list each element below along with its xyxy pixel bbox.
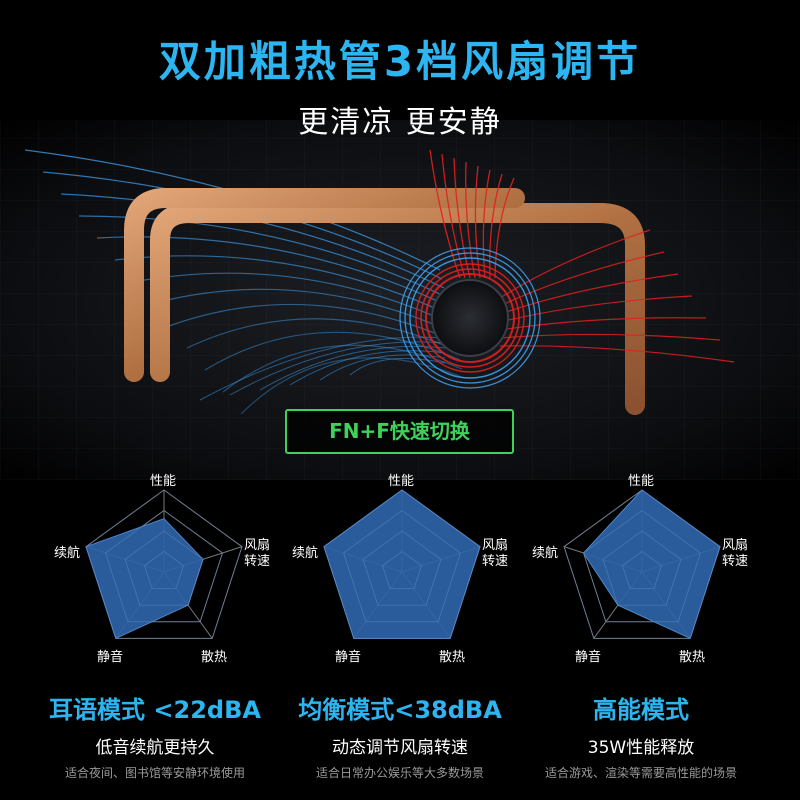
radar-grid-overlay xyxy=(323,489,481,639)
radar-grid-overlay xyxy=(622,551,662,589)
performance-mode-desc: 35W性能释放 xyxy=(587,738,695,758)
airflow-line xyxy=(229,341,446,396)
heat-line xyxy=(465,161,476,279)
radar-grid-overlay xyxy=(602,530,682,606)
radar-grid-overlay xyxy=(583,510,701,623)
heatpipe-inner xyxy=(124,188,525,382)
performance-mode-note: 适合游戏、渲染等需要高性能的场景 xyxy=(544,766,737,780)
airflow-line xyxy=(259,345,446,391)
radar-grid-overlay xyxy=(144,551,184,589)
fan-ring xyxy=(415,263,525,373)
heat-line xyxy=(474,165,481,279)
radar-grid-overlay xyxy=(124,530,204,606)
heat-line xyxy=(499,251,665,307)
radar-label-performance: 性能 xyxy=(388,474,415,489)
radar-grid-overlay xyxy=(382,551,422,589)
heat-line xyxy=(499,229,651,299)
radar-label-quiet: 静音 xyxy=(575,650,602,665)
page-subtitle: 更清凉 更安静 xyxy=(298,105,502,140)
radar-label-fan-speed: 风扇转速 xyxy=(244,538,271,569)
radar-balanced-mode: 性能 风扇转速 散热 静音 续航 xyxy=(292,468,512,678)
heatpipe-outer xyxy=(150,203,645,415)
airflow-line xyxy=(199,336,446,401)
performance-mode-title: 高能模式 xyxy=(593,696,689,724)
whisper-mode-desc: 低音续航更持久 xyxy=(95,738,215,758)
radar-whisper-mode: 性能 风扇转速 散热 静音 续航 xyxy=(54,468,274,678)
radar-performance-mode: 性能 风扇转速 散热 静音 续航 xyxy=(532,468,752,678)
radar-label-quiet: 静音 xyxy=(335,650,362,665)
radar-label-battery: 续航 xyxy=(54,546,81,561)
radar-label-cooling: 散热 xyxy=(679,650,706,665)
radar-grid-overlay xyxy=(343,510,461,623)
radar-grid-overlay xyxy=(563,489,721,639)
fan-ring xyxy=(425,273,515,363)
whisper-mode-note: 适合夜间、图书馆等安静环境使用 xyxy=(64,766,245,780)
airflow-line xyxy=(349,358,446,376)
airflow-line xyxy=(96,236,449,307)
heat-line xyxy=(494,177,515,279)
radar-grid-overlay xyxy=(362,530,442,606)
radar-label-performance: 性能 xyxy=(150,474,177,489)
heat-line xyxy=(489,173,503,279)
airflow-line xyxy=(222,344,463,393)
fan-hub xyxy=(431,279,509,357)
radar-label-quiet: 静音 xyxy=(97,650,124,665)
airflow-line xyxy=(240,357,465,415)
radar-label-battery: 续航 xyxy=(532,546,559,561)
balanced-mode-title: 均衡模式<38dBA xyxy=(298,696,502,724)
airflow-line xyxy=(150,288,455,334)
fn-shortcut-badge: FN+F快速切换 xyxy=(285,409,514,454)
radar-label-performance: 性能 xyxy=(628,474,655,489)
airflow-line xyxy=(132,272,453,325)
radar-chart xyxy=(563,489,721,640)
airflow-line xyxy=(319,354,446,381)
airflow-line xyxy=(289,350,446,386)
page-title: 双加粗热管3档风扇调节 xyxy=(158,37,642,86)
balanced-mode-note: 适合日常办公娱乐等大多数场景 xyxy=(315,766,484,780)
heat-line xyxy=(453,157,471,279)
radar-label-fan-speed: 风扇转速 xyxy=(482,538,509,569)
heat-line xyxy=(499,295,693,323)
heat-line xyxy=(499,345,735,363)
radar-label-battery: 续航 xyxy=(292,546,319,561)
radar-grid-overlay xyxy=(85,489,243,639)
fan-airflow-rings xyxy=(399,247,541,389)
fan-ring xyxy=(399,247,541,389)
radar-label-cooling: 散热 xyxy=(201,650,228,665)
heat-line xyxy=(499,333,721,341)
radar-label-fan-speed: 风扇转速 xyxy=(722,538,749,569)
radar-label-cooling: 散热 xyxy=(439,650,466,665)
radar-chart xyxy=(85,489,243,640)
balanced-mode-desc: 动态调节风扇转速 xyxy=(332,738,468,758)
radar-grid-overlay xyxy=(105,510,223,623)
whisper-mode-title: 耳语模式 <22dBA xyxy=(49,696,261,724)
heat-lines xyxy=(429,149,735,363)
fan-ring xyxy=(404,252,536,384)
fan-ring xyxy=(409,257,531,379)
heat-line xyxy=(499,317,707,331)
airflow-line xyxy=(168,303,457,343)
heat-line xyxy=(429,149,461,279)
radar-chart xyxy=(323,489,481,639)
radar-data-area xyxy=(85,518,204,640)
fan-ring xyxy=(420,268,520,368)
